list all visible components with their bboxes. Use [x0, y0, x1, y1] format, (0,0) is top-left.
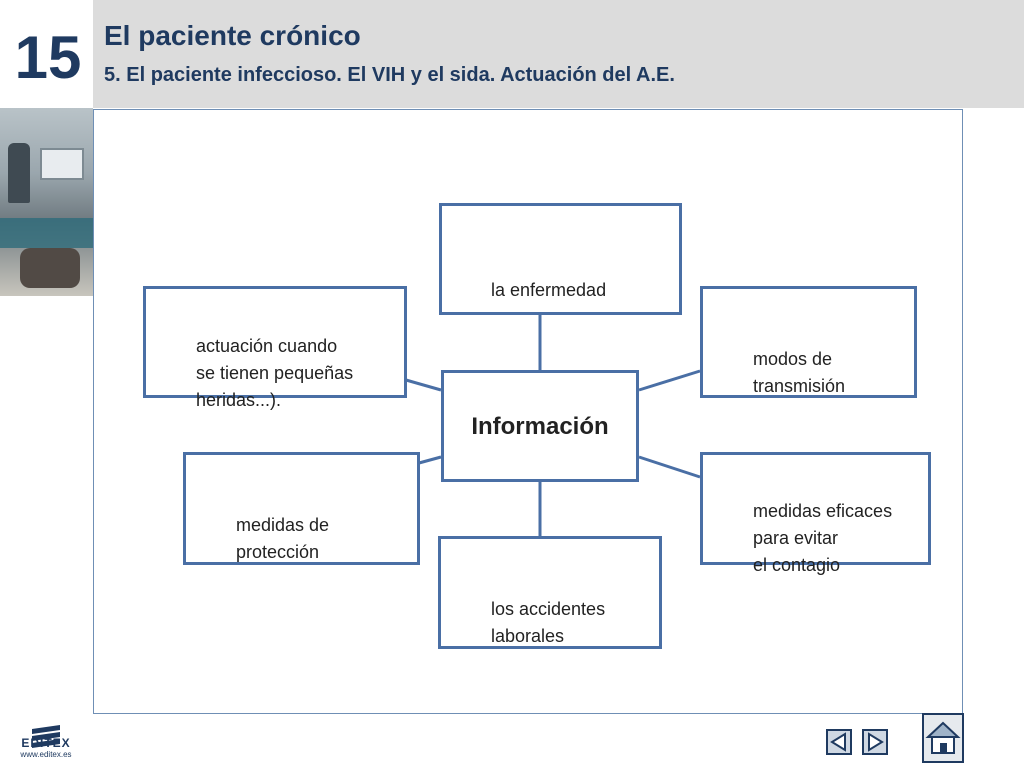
- connector-upper-right: [638, 369, 701, 392]
- home-icon: [925, 721, 961, 754]
- header-band: [93, 0, 1024, 108]
- triangle-left-icon: [830, 732, 846, 752]
- node-bottom: los accidentes laborales: [438, 536, 662, 649]
- home-button[interactable]: [922, 713, 964, 763]
- page-title: El paciente crónico: [104, 20, 361, 51]
- logo-text: EDITEX: [21, 736, 71, 750]
- content-frame: [93, 109, 963, 714]
- node-center-label: Información: [471, 412, 609, 440]
- node-bottom-label: los accidentes laborales: [491, 599, 606, 646]
- connector-lower-left: [418, 455, 442, 465]
- node-lower-left-label: medidas de protección: [236, 515, 330, 562]
- photo-chair: [20, 248, 80, 288]
- connector-lower-right: [638, 455, 701, 479]
- photo-figure: [8, 143, 30, 203]
- triangle-right-icon: [868, 732, 884, 752]
- photo-window: [40, 148, 84, 180]
- node-lower-right-label: medidas eficaces para evitar el contagio: [753, 501, 893, 575]
- photo-bed: [0, 218, 93, 248]
- editex-logo-icon: [32, 725, 60, 748]
- node-lower-right: medidas eficaces para evitar el contagio: [700, 452, 931, 575]
- node-center: Información: [441, 370, 639, 482]
- connector-upper-left: [405, 378, 442, 392]
- page-subtitle: 5. El paciente infeccioso. El VIH y el s…: [104, 64, 675, 86]
- node-upper-left-label: actuación cuando se tienen pequeñas heri…: [196, 336, 354, 410]
- node-top: la enfermedad: [439, 203, 682, 315]
- chapter-number: 15: [14, 24, 82, 91]
- node-upper-left: actuación cuando se tienen pequeñas heri…: [143, 286, 407, 410]
- node-upper-right-label: modos de transmisión: [753, 349, 846, 396]
- hospital-photo: [0, 108, 93, 296]
- next-slide-button[interactable]: [862, 729, 888, 755]
- node-upper-right: modos de transmisión: [700, 286, 917, 398]
- logo-url: www.editex.es: [20, 750, 72, 759]
- node-top-label: la enfermedad: [491, 280, 607, 300]
- node-lower-left: medidas de protección: [183, 452, 420, 565]
- prev-slide-button[interactable]: [826, 729, 852, 755]
